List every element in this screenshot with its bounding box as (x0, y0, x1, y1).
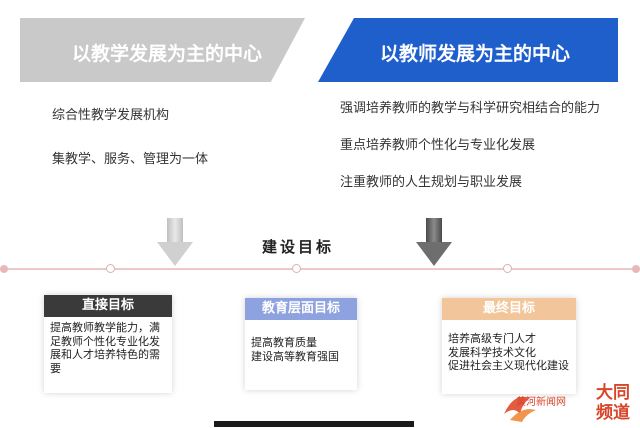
watermark-text: 频道 (596, 403, 630, 423)
goal-card-direct: 直接目标 提高教师教学能力，满 足教师个性化专业化发 展和人才培养特色的需 要 (44, 295, 172, 393)
goal-card-body: 提高教师教学能力，满 足教师个性化专业化发 展和人才培养特色的需 要 (44, 317, 172, 379)
watermark-text: 大同 (596, 383, 630, 403)
construction-goals-title: 建设目标 (262, 238, 335, 256)
watermark-channel: 大同 频道 (596, 383, 640, 423)
goal-card-education: 教育层面目标 提高教育质量 建设高等教育强国 (245, 298, 357, 390)
timeline-end-dot (632, 265, 640, 273)
goal-card-line: 提高教师教学能力，满 (50, 321, 160, 334)
goal-card-ultimate: 最终目标 培养高级专门人才 发展科学技术文化 促进社会主义现代化建设 (442, 298, 576, 394)
watermark-logo-icon (500, 384, 540, 424)
goal-card-line: 培养高级专门人才 (448, 332, 536, 345)
timeline-dot (106, 264, 115, 273)
goal-card-title: 教育层面目标 (245, 298, 357, 320)
goal-card-body: 培养高级专门人才 发展科学技术文化 促进社会主义现代化建设 (442, 320, 576, 377)
timeline-start-dot (0, 265, 8, 273)
down-arrow-icon (155, 218, 195, 270)
goal-card-line: 建设高等教育强国 (251, 349, 339, 363)
goal-card-line: 展和人才培养特色的需 (50, 348, 160, 361)
goal-card-line: 促进社会主义现代化建设 (448, 359, 569, 372)
right-item: 强调培养教师的教学与科学研究相结合的能力 (340, 101, 601, 116)
timeline-dot (292, 264, 301, 273)
banner-teaching-center (20, 18, 305, 82)
banner-teacher-center-title: 以教师发展为主的中心 (380, 43, 571, 65)
watermark-small-text: 黄河新闻网 (516, 397, 566, 408)
goal-card-body: 提高教育质量 建设高等教育强国 (245, 320, 357, 367)
goal-card-title: 最终目标 (442, 298, 576, 320)
timeline-line (0, 268, 640, 270)
left-item: 集教学、服务、管理为一体 (52, 152, 209, 167)
left-item: 综合性教学发展机构 (52, 108, 170, 123)
goal-card-line: 发展科学技术文化 (448, 345, 536, 359)
right-item: 注重教师的人生规划与职业发展 (340, 175, 523, 190)
goal-card-line: 提高教育质量 (251, 336, 317, 349)
goal-card-line: 要 (50, 361, 61, 375)
down-arrow-icon (414, 218, 454, 270)
goal-card-title: 直接目标 (44, 295, 172, 317)
banner-teacher-center (318, 18, 618, 82)
right-item: 重点培养教师个性化与专业化发展 (340, 138, 536, 153)
timeline-dot (503, 264, 512, 273)
bottom-bar (214, 421, 414, 427)
goal-card-line: 足教师个性化专业化发 (50, 334, 160, 348)
banner-teaching-center-title: 以教学发展为主的中心 (72, 43, 263, 65)
